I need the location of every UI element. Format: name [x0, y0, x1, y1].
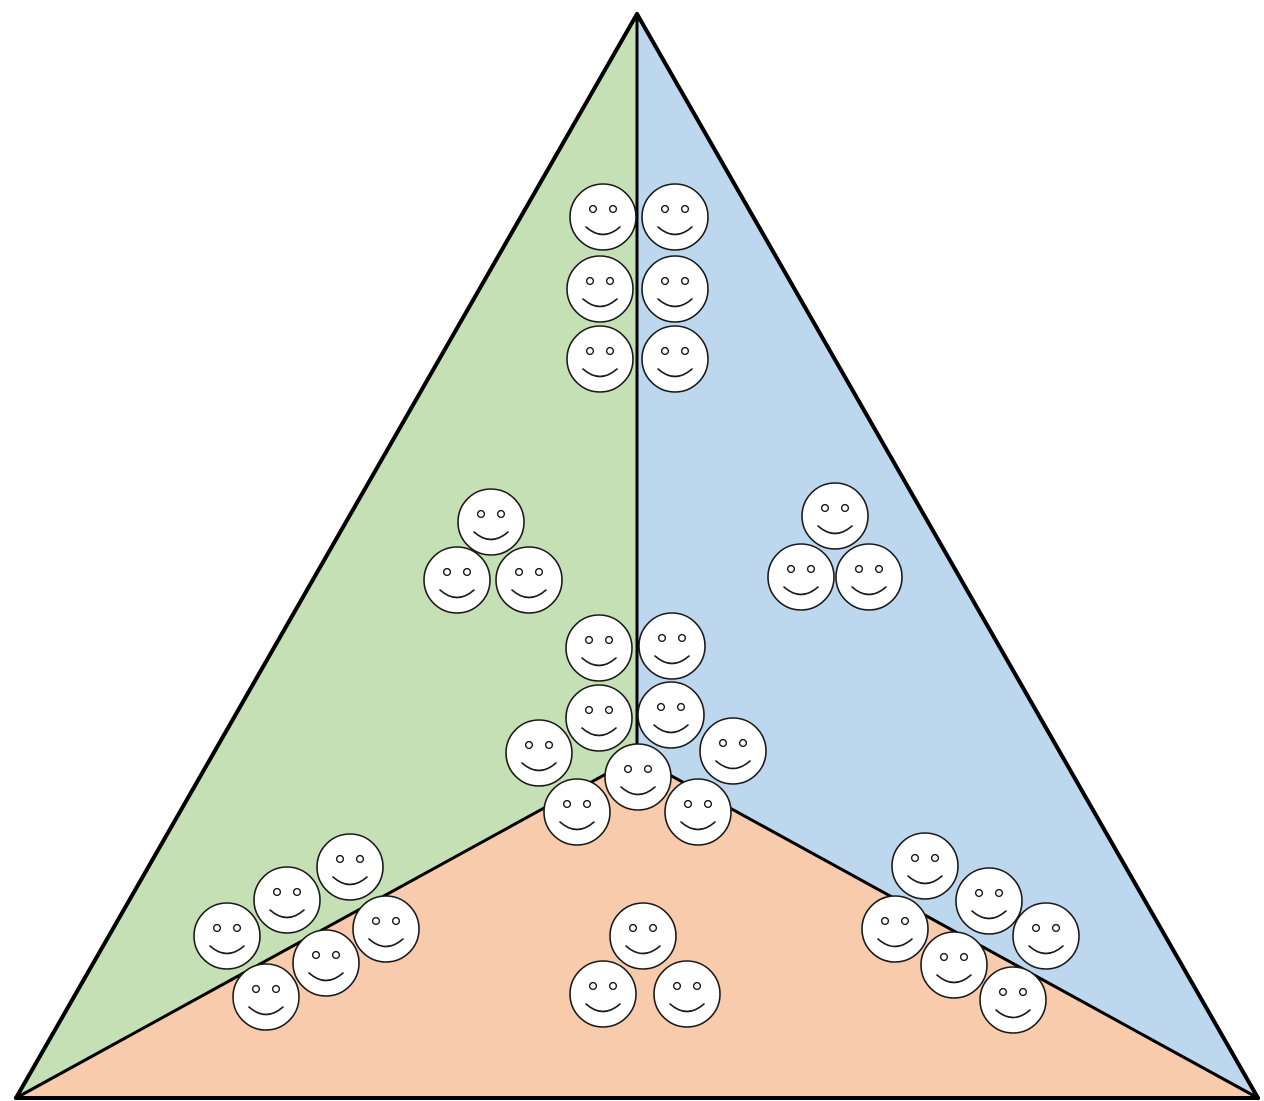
smiley-face-icon — [604, 743, 672, 811]
smiley-face-icon — [637, 681, 705, 749]
smiley-face-icon — [569, 183, 637, 251]
smiley-face-icon — [316, 833, 384, 901]
smiley-face-icon — [891, 832, 959, 900]
face-group-bottom-left-edge-cluster — [193, 833, 420, 1031]
smiley-face-icon — [1012, 902, 1080, 970]
smiley-face-icon — [352, 895, 420, 963]
face-group-left-cluster — [423, 488, 563, 614]
face-group-apex-left-column — [566, 183, 637, 393]
smiley-face-icon — [565, 684, 633, 752]
smiley-face-icon — [767, 543, 835, 611]
face-group-center-junction-cluster — [505, 717, 767, 846]
face-group-bottom-cluster — [569, 902, 721, 1028]
smiley-face-icon — [641, 183, 709, 251]
smiley-face-icon — [505, 719, 573, 787]
smiley-face-icon — [955, 867, 1023, 935]
smiley-face-icon — [835, 543, 903, 611]
face-group-center-right-column — [637, 612, 706, 749]
smiley-face-icon — [920, 931, 988, 999]
smiley-face-icon — [423, 546, 491, 614]
triangle-outline — [14, 12, 1260, 1100]
smiley-face-icon — [569, 960, 637, 1028]
left-divider — [14, 755, 639, 1100]
smiley-face-icon — [495, 546, 563, 614]
smiley-face-icon — [232, 963, 300, 1031]
right-edge — [635, 12, 1260, 1100]
face-group-center-left-column — [565, 614, 633, 752]
smiley-face-icon — [653, 960, 721, 1028]
smiley-face-icon — [801, 482, 869, 550]
smiley-face-icon — [609, 902, 677, 970]
smiley-face-icon — [638, 612, 706, 680]
faces — [193, 183, 1080, 1034]
smiley-face-icon — [979, 966, 1047, 1034]
smiley-face-icon — [566, 255, 634, 323]
smiley-face-icon — [543, 778, 611, 846]
face-group-right-cluster — [767, 482, 903, 611]
smiley-face-icon — [641, 325, 709, 393]
face-group-apex-right-column — [641, 183, 709, 393]
smiley-face-icon — [457, 488, 525, 556]
right-divider — [635, 755, 1260, 1100]
smiley-face-icon — [565, 614, 633, 682]
face-group-bottom-right-edge-cluster — [861, 832, 1080, 1034]
smiley-face-icon — [664, 778, 732, 846]
smiley-face-icon — [566, 325, 634, 393]
smiley-face-icon — [861, 895, 929, 963]
smiley-face-icon — [292, 929, 360, 997]
smiley-face-icon — [253, 866, 321, 934]
smiley-face-icon — [699, 717, 767, 785]
smiley-face-icon — [193, 902, 261, 970]
left-edge — [14, 12, 639, 1100]
smiley-face-icon — [641, 255, 709, 323]
